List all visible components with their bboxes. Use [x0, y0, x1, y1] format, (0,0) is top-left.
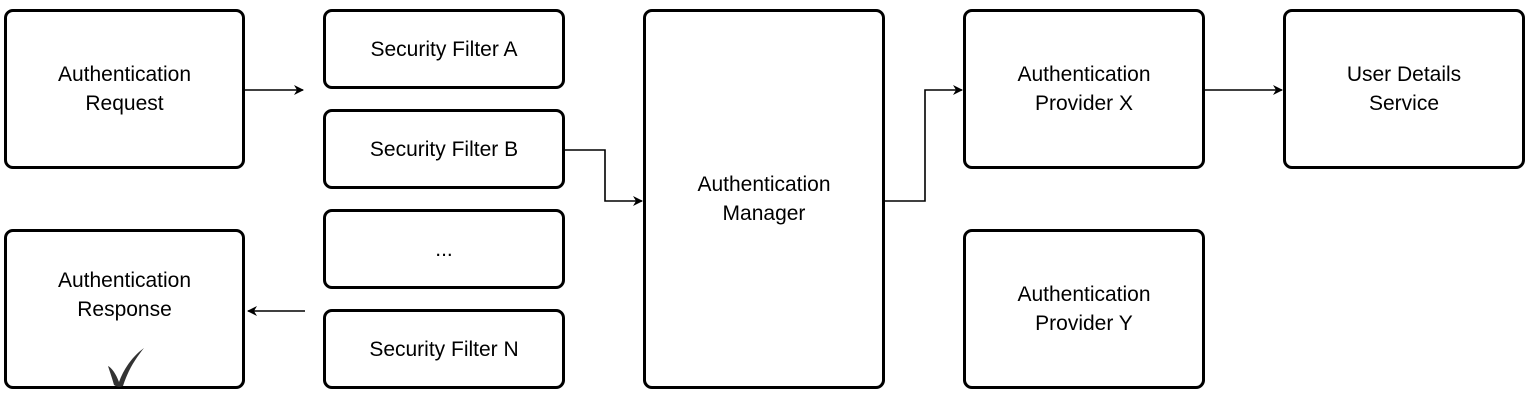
authentication-provider-x-label: Authentication Provider X [1017, 63, 1151, 115]
authentication-request-node: Authentication Request [4, 9, 245, 169]
authentication-provider-x-node: Authentication Provider X [963, 9, 1205, 169]
authentication-response-label: Authentication Response [57, 269, 192, 321]
checkmark-icon [108, 348, 144, 387]
user-details-service-label: User Details Service [1346, 63, 1462, 115]
authentication-manager-node: Authentication Manager [643, 9, 885, 389]
security-filter-ellipsis-label: ... [435, 237, 453, 261]
security-filter-ellipsis-node: ... [323, 209, 565, 289]
authentication-request-label: Authentication Request [57, 63, 192, 115]
authentication-response-node: Authentication Response [4, 229, 245, 389]
authentication-manager-label: Authentication Manager [697, 173, 831, 225]
user-details-service-node: User Details Service [1283, 9, 1525, 169]
arrow-filter-b-to-manager [565, 149, 643, 206]
security-filter-b-node: Security Filter B [323, 109, 565, 189]
security-filter-n-node: Security Filter N [323, 309, 565, 389]
security-filter-a-label: Security Filter A [370, 37, 518, 61]
security-filter-a-node: Security Filter A [323, 9, 565, 89]
security-filter-n-label: Security Filter N [369, 337, 519, 361]
authentication-provider-y-label: Authentication Provider Y [1017, 283, 1151, 335]
security-filter-b-label: Security Filter B [369, 137, 519, 161]
authentication-provider-y-node: Authentication Provider Y [963, 229, 1205, 389]
arrow-manager-to-provider-x [885, 85, 963, 202]
